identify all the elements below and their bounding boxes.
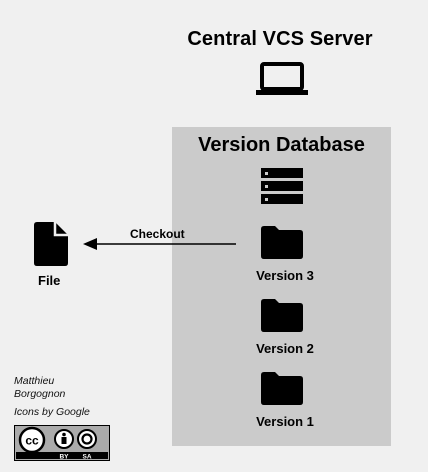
license-by-text: BY xyxy=(59,454,69,461)
server-title: Central VCS Server xyxy=(187,28,373,50)
version-3-label: Version 3 xyxy=(256,268,314,283)
folder-icon xyxy=(261,226,303,259)
storage-icon xyxy=(261,168,303,204)
cc-by-sa-badge: cc BY SA xyxy=(14,425,110,461)
laptop-icon xyxy=(256,62,308,96)
svg-text:cc: cc xyxy=(25,434,39,448)
icons-credit: Icons by Google xyxy=(14,406,90,418)
author-credit-line1: Matthieu xyxy=(14,375,55,387)
folder-icon xyxy=(261,299,303,332)
author-credit-line2: Borgognon xyxy=(14,388,66,400)
database-title: Version Database xyxy=(198,134,365,156)
checkout-label: Checkout xyxy=(130,227,185,241)
version-1-label: Version 1 xyxy=(256,414,314,429)
license-sa-text: SA xyxy=(82,454,91,461)
file-icon xyxy=(34,222,68,266)
file-label: File xyxy=(38,273,61,288)
folder-icon xyxy=(261,372,303,405)
version-2-label: Version 2 xyxy=(256,341,314,356)
arrow-left-icon xyxy=(83,237,237,251)
